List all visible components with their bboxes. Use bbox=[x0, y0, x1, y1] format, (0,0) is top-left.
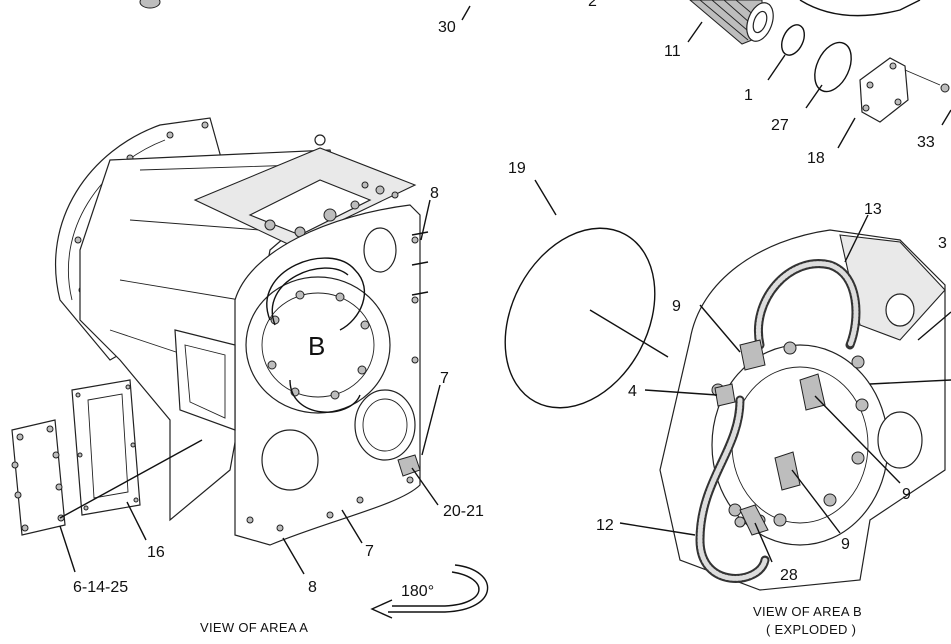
callout-9-lower: 9 bbox=[841, 536, 850, 553]
lift-eye bbox=[314, 134, 326, 146]
gasket-16 bbox=[71, 379, 141, 516]
callout-3: 3 bbox=[938, 235, 947, 252]
arc-top-right bbox=[799, 0, 921, 17]
housing-area-a: B bbox=[55, 117, 429, 546]
callout-19: 19 bbox=[508, 160, 526, 177]
fitting-9-right bbox=[799, 373, 826, 411]
top-parts-group bbox=[139, 0, 950, 123]
rotation-arrow: 180° bbox=[370, 564, 489, 619]
rotation-label: 180° bbox=[401, 583, 434, 600]
callout-9-right: 9 bbox=[902, 486, 911, 503]
callout-18: 18 bbox=[807, 150, 825, 167]
callout-27: 27 bbox=[771, 117, 789, 134]
fitting-9-lower bbox=[774, 451, 801, 491]
callout-4: 4 bbox=[628, 383, 637, 400]
callout-6-14-25: 6-14-25 bbox=[73, 579, 128, 596]
callout-7-bottom: 7 bbox=[365, 543, 374, 560]
callout-1: 1 bbox=[744, 87, 753, 104]
caption-view-area-a: VIEW OF AREA A bbox=[200, 620, 308, 635]
callout-16: 16 bbox=[147, 544, 165, 561]
callout-7-top: 7 bbox=[440, 370, 449, 387]
callout-11: 11 bbox=[664, 43, 681, 60]
callout-28: 28 bbox=[780, 567, 798, 584]
callout-2: 2 bbox=[588, 0, 597, 10]
filter-element-11 bbox=[689, 0, 774, 45]
leader-lines bbox=[59, 5, 951, 575]
gasket-19 bbox=[504, 227, 656, 409]
callout-labels: 30 2 11 1 27 18 33 19 13 3 9 4 9 9 12 28… bbox=[73, 0, 947, 596]
caption-exploded: ( EXPLODED ) bbox=[766, 622, 856, 637]
part-top-left-fragment bbox=[139, 0, 161, 9]
cover-18 bbox=[859, 57, 950, 123]
callout-12: 12 bbox=[596, 517, 614, 534]
callout-20-21: 20-21 bbox=[443, 503, 484, 520]
fitting-28 bbox=[739, 504, 769, 536]
callout-8-bottom: 8 bbox=[308, 579, 317, 596]
cover-plate-6-14-25 bbox=[11, 419, 66, 536]
callout-9-top: 9 bbox=[672, 298, 681, 315]
area-marker-b: B bbox=[308, 331, 325, 361]
fitting-4 bbox=[714, 383, 736, 407]
callout-33: 33 bbox=[917, 134, 935, 151]
callout-13: 13 bbox=[864, 201, 882, 218]
gasket-27 bbox=[814, 41, 852, 93]
callout-30: 30 bbox=[438, 19, 456, 36]
housing-area-b bbox=[659, 229, 946, 591]
fitting-9-top bbox=[739, 339, 766, 371]
o-ring-1 bbox=[780, 24, 806, 56]
callout-8-top: 8 bbox=[430, 185, 439, 202]
caption-view-area-b: VIEW OF AREA B bbox=[753, 604, 862, 619]
